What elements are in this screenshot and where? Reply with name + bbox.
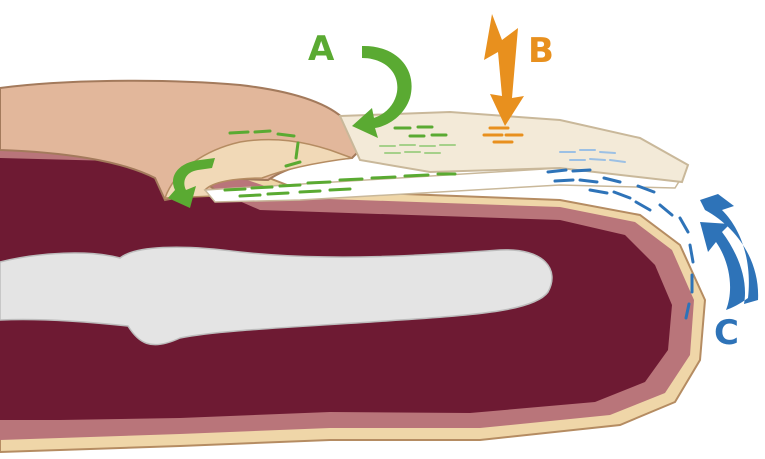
arrow-c-icon: [700, 194, 758, 310]
label-c: C: [714, 313, 739, 353]
label-a: A: [308, 29, 335, 69]
label-b: B: [528, 31, 554, 71]
arrow-b-icon: [484, 14, 524, 126]
